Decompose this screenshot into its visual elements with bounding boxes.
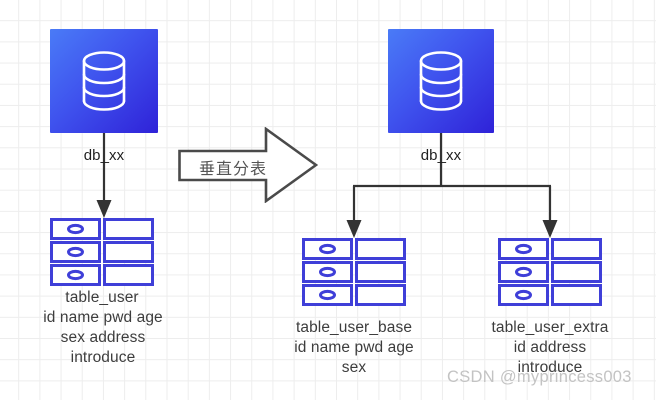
label-table-user-base-name: table_user_base [295, 319, 413, 336]
vertical-split-arrow[interactable] [178, 127, 318, 203]
database-node-right[interactable] [388, 29, 494, 133]
vertical-split-arrow-label: 垂直分表 [198, 161, 267, 178]
database-cylinder-icon [82, 51, 126, 111]
label-table-user-extra-name: table_user_extra [491, 319, 609, 336]
table-node-user[interactable] [50, 218, 154, 286]
table-grid-icon [498, 238, 602, 306]
database-cylinder-icon [419, 51, 463, 111]
table-node-user-extra[interactable] [498, 238, 602, 306]
label-left-db-name: db_xx [83, 147, 125, 164]
table-node-user-base[interactable] [302, 238, 406, 306]
label-table-user-columns: id name pwd age sex address introduce [43, 309, 163, 366]
block-arrow-right-icon [178, 127, 318, 203]
label-right-db-name: db_xx [420, 147, 462, 164]
table-grid-icon [50, 218, 154, 286]
table-grid-icon [302, 238, 406, 306]
label-table-user-extra-columns: id address introduce [513, 339, 587, 376]
label-table-user-base-columns: id name pwd age sex [294, 339, 414, 376]
database-node-left[interactable] [50, 29, 158, 133]
label-table-user-name: table_user [65, 289, 139, 306]
